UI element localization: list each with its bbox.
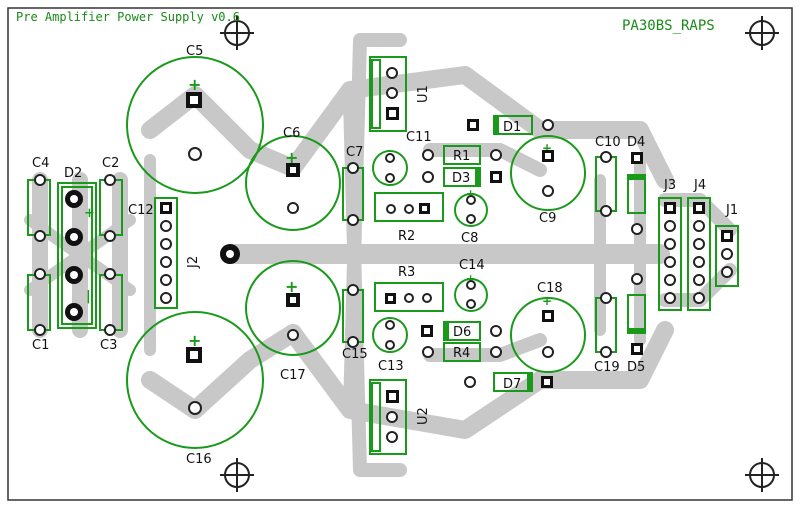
capacitor-c16: + [126, 311, 264, 449]
label-c15: C15 [342, 347, 368, 362]
svg-text:+: + [188, 331, 201, 350]
label-c6: C6 [283, 126, 300, 141]
capacitor-c18: + [510, 294, 586, 373]
capacitor-c1 [27, 268, 51, 336]
label-u2: U2 [416, 407, 431, 425]
label-d5: D5 [627, 360, 645, 375]
label-r3: R3 [398, 265, 415, 280]
svg-text:+: + [466, 272, 475, 285]
mounting-hole-bottom-left [220, 458, 254, 492]
label-d3: D3 [452, 171, 470, 186]
svg-text:+: + [466, 187, 475, 200]
diode-bridge-d2: + | [57, 182, 97, 329]
label-c10: C10 [595, 135, 621, 150]
capacitor-c10 [595, 151, 617, 217]
label-c7: C7 [346, 145, 363, 160]
board-outline [7, 7, 793, 501]
diode-d6 [421, 321, 502, 341]
capacitor-c19 [595, 292, 617, 358]
label-r2: R2 [398, 229, 415, 244]
header-j3 [658, 197, 682, 311]
diode-d1 [467, 115, 554, 135]
capacitor-c4 [27, 174, 51, 242]
header-j1 [715, 225, 739, 287]
header-j4 [687, 197, 711, 311]
label-c18: C18 [537, 281, 563, 296]
label-c12: C12 [128, 203, 154, 218]
capacitor-c15 [342, 284, 364, 348]
capacitor-c7 [342, 162, 364, 226]
diode-d4 [627, 152, 646, 235]
capacitor-c11 [372, 150, 408, 186]
label-j1: J1 [725, 203, 738, 218]
label-c8: C8 [461, 231, 478, 246]
label-j3: J3 [663, 178, 676, 193]
capacitor-c6: + [245, 135, 341, 231]
label-c14: C14 [459, 258, 485, 273]
label-c16: C16 [186, 452, 212, 467]
svg-text:|: | [86, 289, 91, 304]
label-d4: D4 [627, 135, 645, 150]
regulator-u1 [369, 56, 407, 132]
label-c5: C5 [186, 44, 203, 59]
capacitor-c14: + [454, 272, 488, 312]
svg-text:+: + [542, 294, 552, 308]
regulator-u2 [369, 379, 407, 455]
svg-text:+: + [285, 148, 298, 167]
label-c13: C13 [378, 359, 404, 374]
board-title: Pre Amplifier Power Supply v0.6 [16, 10, 240, 24]
label-d7: D7 [503, 377, 521, 392]
diode-d7 [464, 372, 553, 392]
board-name: PA30BS_RAPS [622, 18, 715, 34]
label-u1: U1 [416, 85, 431, 103]
mounting-hole-top-left [220, 16, 254, 50]
label-d2: D2 [64, 166, 82, 181]
diode-d5 [627, 273, 646, 355]
trimmer-r3 [374, 282, 444, 312]
label-r4: R4 [453, 346, 470, 361]
capacitor-c3 [99, 268, 123, 336]
capacitor-c9: + [510, 135, 586, 211]
capacitor-c17: + [245, 260, 341, 356]
svg-text:+: + [188, 75, 201, 94]
label-r1: R1 [453, 149, 470, 164]
capacitor-c2 [99, 174, 123, 242]
label-j2: J2 [186, 256, 201, 269]
label-c2: C2 [102, 156, 119, 171]
svg-text:+: + [84, 206, 95, 221]
resistor-r4 [422, 342, 502, 362]
svg-text:+: + [285, 277, 298, 296]
capacitor-c8: + [454, 187, 488, 227]
resistor-r1 [422, 145, 502, 165]
label-c19: C19 [594, 360, 620, 375]
mounting-hole-top-right [745, 16, 779, 50]
diode-d3 [422, 167, 502, 187]
label-d1: D1 [503, 120, 521, 135]
capacitor-c5: + [126, 56, 264, 194]
connector-c12 [154, 197, 178, 309]
label-c9: C9 [539, 211, 556, 226]
label-j4: J4 [693, 178, 706, 193]
label-c4: C4 [32, 156, 49, 171]
label-c1: C1 [32, 338, 49, 353]
label-d6: D6 [453, 325, 471, 340]
label-c11: C11 [406, 130, 432, 145]
trimmer-r2 [374, 192, 444, 222]
capacitor-c13 [372, 317, 408, 353]
label-c17: C17 [280, 368, 306, 383]
label-c3: C3 [100, 338, 117, 353]
svg-text:+: + [542, 141, 552, 155]
mounting-hole-bottom-right [745, 458, 779, 492]
